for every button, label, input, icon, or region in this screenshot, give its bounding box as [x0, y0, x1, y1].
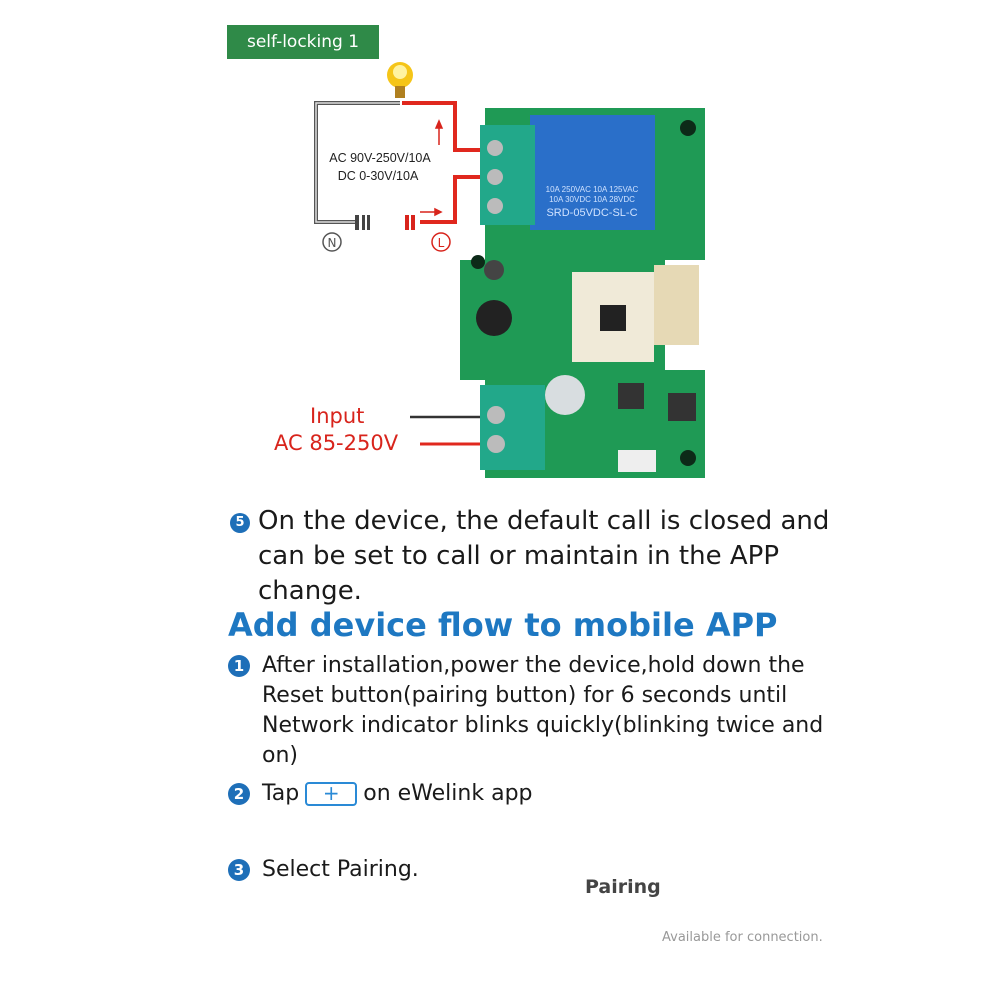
step-number-3: 3	[228, 859, 250, 881]
live-wire-top	[402, 101, 485, 152]
add-device-button: +	[305, 782, 358, 806]
mode-badge: self-locking 1	[227, 25, 379, 59]
reset-button	[618, 383, 644, 409]
svg-text:SRD-05VDC-SL-C: SRD-05VDC-SL-C	[546, 207, 637, 219]
section-heading: Add device flow to mobile APP	[228, 606, 778, 644]
relay	[530, 115, 655, 230]
step-2-before: Tap	[262, 781, 300, 806]
step-3: 3 Select Pairing.	[228, 855, 628, 885]
step-2-after: on eWelink app	[363, 781, 533, 806]
live-symbol-icon: L	[431, 232, 451, 252]
step-3-text: Select Pairing.	[262, 857, 419, 882]
load-rating-line2: DC 0-30V/10A	[338, 169, 419, 183]
step-number-5: 5	[230, 513, 250, 533]
live-wire-bottom	[420, 175, 485, 224]
step-number-2: 2	[228, 783, 250, 805]
svg-text:L: L	[438, 236, 445, 250]
step-1: 1 After installation,power the device,ho…	[228, 651, 828, 771]
input-terminal-block	[480, 385, 545, 470]
step-number-1: 1	[228, 655, 250, 677]
step-2: 2 Tap+on eWelink app	[228, 779, 828, 809]
input-voltage: AC 85-250V	[274, 431, 399, 455]
svg-text:N: N	[328, 236, 337, 250]
neutral-plug	[355, 215, 370, 230]
svg-text:10A 250VAC 10A 125VAC: 10A 250VAC 10A 125VAC	[546, 185, 639, 194]
load-rating-line1: AC 90V-250V/10A	[329, 151, 431, 165]
note-5-text: On the device, the default call is close…	[258, 506, 830, 606]
pairing-option-title: Pairing	[585, 876, 661, 898]
pairing-option-subtitle: Available for connection.	[662, 930, 823, 945]
wiring-diagram: AC 90V-250V/10A DC 0-30V/10A N L 10A 250…	[314, 62, 705, 478]
light-bulb-icon	[387, 62, 413, 98]
live-plug	[405, 215, 415, 230]
note-5: 5 On the device, the default call is clo…	[230, 504, 850, 609]
relay-board: 10A 250VAC 10A 125VAC 10A 30VDC 10A 28VD…	[460, 108, 705, 478]
neutral-symbol-icon: N	[322, 232, 342, 252]
input-label: Input	[310, 404, 365, 428]
svg-text:10A 30VDC 10A 28VDC: 10A 30VDC 10A 28VDC	[549, 195, 635, 204]
arrow-icon	[420, 119, 444, 217]
step-1-text: After installation,power the device,hold…	[262, 653, 824, 768]
